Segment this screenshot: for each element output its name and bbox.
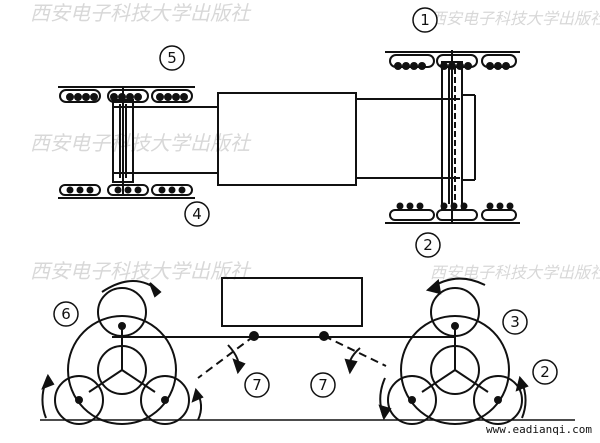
right-top-gear-row: [385, 51, 520, 70]
central-drum: [217, 92, 357, 186]
label-2-bottom-text: 2: [540, 363, 550, 381]
label-1: 1: [412, 7, 438, 33]
left-lower-right-planet: [140, 375, 190, 425]
left-pivot-link: [197, 331, 259, 379]
left-lower-left-planet: [54, 375, 104, 425]
label-7-right-text: 7: [318, 376, 328, 394]
label-7-right: 7: [310, 372, 336, 398]
top-labels: 1 5 4 2: [159, 7, 441, 258]
right-lower-left-planet: [387, 375, 437, 425]
right-bottom-gear-row: [385, 202, 520, 224]
right-big-wheel: [400, 315, 510, 425]
label-7-left: 7: [244, 372, 270, 398]
bottom-labels: 6 3 2 7 7: [53, 301, 558, 398]
label-2-top: 2: [415, 232, 441, 258]
left-big-wheel: [67, 315, 177, 425]
label-4: 4: [184, 201, 210, 227]
label-7-left-text: 7: [252, 376, 262, 394]
bottom-planetary-diagram: [40, 277, 575, 425]
watermark-text-top-right: 西安电子科技大学出版社: [430, 9, 600, 28]
footer-url: www.eadianqi.com: [486, 423, 592, 436]
right-gear-carrier: [441, 50, 476, 222]
label-5: 5: [159, 45, 185, 71]
right-lower-right-planet: [473, 375, 523, 425]
watermark-layer: 西安电子科技大学出版社 西安电子科技大学出版社 西安电子科技大学出版社 西安电子…: [30, 1, 600, 283]
label-6-text: 6: [61, 305, 71, 323]
label-2-bottom: 2: [532, 359, 558, 385]
right-shaft: [356, 98, 460, 179]
left-bottom-gear-row: [58, 184, 195, 199]
right-wheel-assembly: [378, 277, 529, 425]
label-6: 6: [53, 301, 79, 327]
left-wheel-assembly: [41, 280, 204, 425]
label-4-text: 4: [192, 205, 202, 223]
watermark-text-bottom-left: 西安电子科技大学出版社: [30, 259, 252, 283]
left-top-gear-row: [58, 86, 195, 103]
top-transmission-diagram: [58, 50, 520, 224]
right-pivot-link: [319, 331, 387, 375]
frame-box: [221, 277, 363, 327]
label-1-text: 1: [420, 11, 430, 29]
label-3: 3: [502, 309, 528, 335]
watermark-text-bottom-right: 西安电子科技大学出版社: [430, 263, 600, 282]
watermark-text-top-left: 西安电子科技大学出版社: [30, 1, 252, 25]
label-2-top-text: 2: [423, 236, 433, 254]
watermark-text-mid-left: 西安电子科技大学出版社: [30, 131, 252, 155]
label-3-text: 3: [510, 313, 520, 331]
label-5-text: 5: [167, 49, 177, 67]
